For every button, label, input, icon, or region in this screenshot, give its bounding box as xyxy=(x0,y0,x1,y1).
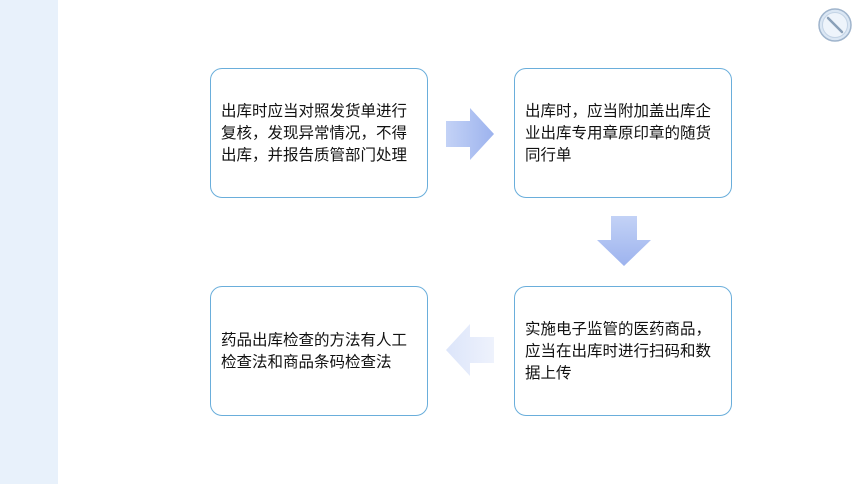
left-sidebar-strip xyxy=(0,0,58,484)
arrow-down-icon xyxy=(597,216,651,266)
step-text-2: 出库时，应当附加盖出库企业出库专用章原印章的随货同行单 xyxy=(525,102,712,164)
arrow-left-icon xyxy=(446,324,494,376)
arrow-right-icon xyxy=(446,108,494,160)
step-text-3: 实施电子监管的医药商品，应当在出库时进行扫码和数据上传 xyxy=(525,320,712,382)
step-box-1: 出库时应当对照发货单进行复核，发现异常情况，不得出库，并报告质管部门处理 xyxy=(210,68,428,198)
step-box-4: 药品出库检查的方法有人工检查法和商品条码检查法 xyxy=(210,286,428,416)
step-text-4: 药品出库检查的方法有人工检查法和商品条码检查法 xyxy=(221,331,408,371)
step-text-1: 出库时应当对照发货单进行复核，发现异常情况，不得出库，并报告质管部门处理 xyxy=(221,102,408,164)
pencil-circle-icon xyxy=(818,8,852,42)
step-box-2: 出库时，应当附加盖出库企业出库专用章原印章的随货同行单 xyxy=(514,68,732,198)
step-box-3: 实施电子监管的医药商品，应当在出库时进行扫码和数据上传 xyxy=(514,286,732,416)
